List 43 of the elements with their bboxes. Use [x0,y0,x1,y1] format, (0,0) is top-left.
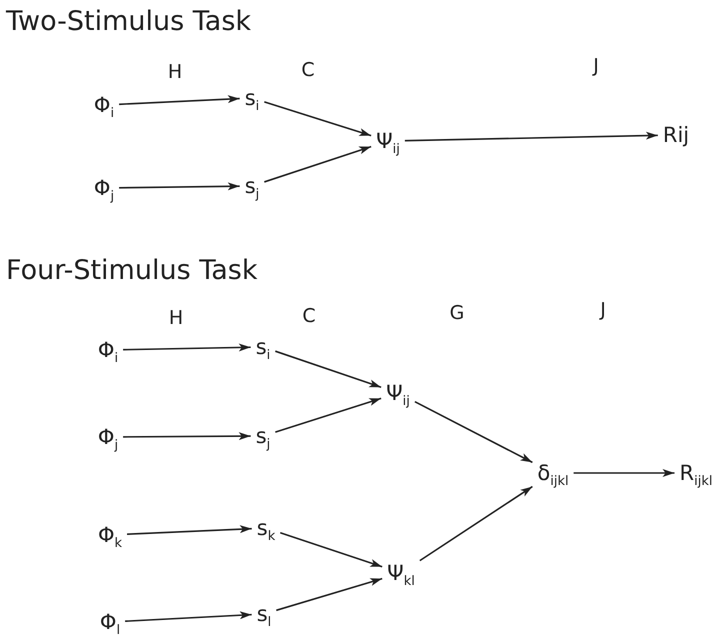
variable-label: R$_{ijkl}$ [678,460,714,486]
variable-label: Ψ$_{ij}$ [374,128,402,154]
arrow [275,350,382,388]
arrow [123,343,251,352]
arrow [119,182,240,190]
variable-label: Φ$_{k}$ [96,522,124,548]
section-heading: Four-Stimulus Task [6,255,258,286]
variable-label: s$_{l}$ [254,601,274,627]
arrow [276,578,382,612]
arrow [264,146,372,183]
arrow [574,469,675,477]
stage-label: H [168,307,184,329]
arrow [275,398,382,433]
stage-label: J [600,299,606,321]
section-heading: Two-Stimulus Task [6,6,252,37]
variable-label: Φ$_{j}$ [96,424,120,450]
arrow [264,101,372,136]
arrow [404,132,658,142]
arrow [127,525,252,536]
variable-label: s$_{k}$ [254,515,278,541]
stage-label: H [168,61,182,83]
variable-label: Φ$_{l}$ [98,609,122,635]
arrow [419,486,533,562]
stage-label: G [450,302,464,324]
variable-label: s$_{i}$ [242,85,262,111]
stage-label: C [302,305,316,327]
variable-label: δ$_{ijkl}$ [535,460,571,486]
variable-label: s$_{i}$ [254,334,272,360]
variable-label: Ψ$_{ij}$ [384,380,412,406]
arrow [280,532,382,568]
arrow [414,401,533,464]
variable-label: Φ$_{i}$ [92,92,116,118]
variable-label: Φ$_{j}$ [92,175,116,201]
variable-label: Rij [660,122,692,148]
variable-label: s$_{j}$ [242,173,262,199]
arrow [123,432,251,440]
variable-label: Ψ$_{kl}$ [385,560,417,586]
arrow [125,611,252,622]
stage-label: J [593,55,599,77]
variable-label: s$_{j}$ [254,423,272,449]
arrow [119,95,240,106]
stage-label: C [301,59,315,81]
variable-label: Φ$_{i}$ [96,337,120,363]
